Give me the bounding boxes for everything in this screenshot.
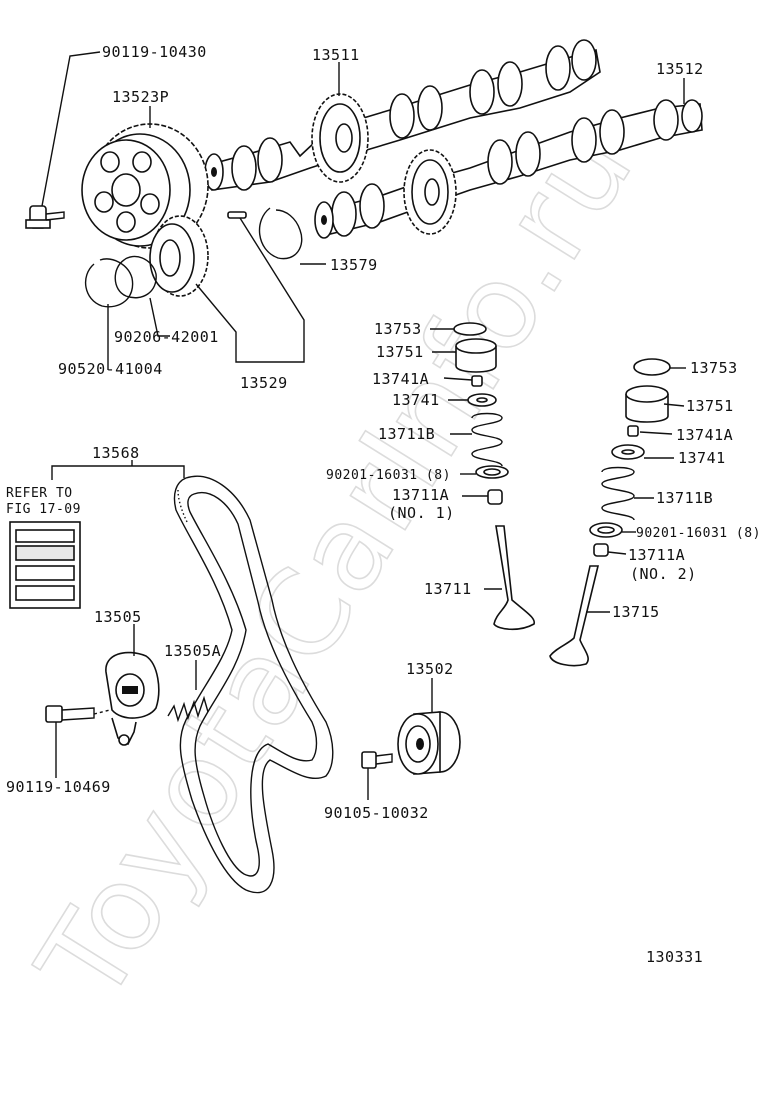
camshaft-13511 bbox=[204, 39, 601, 191]
snap-ring-and-washer bbox=[84, 255, 157, 308]
label-13511: 13511 bbox=[312, 46, 360, 64]
label-90201-16031-no1: 90201-16031 (8) bbox=[326, 468, 451, 483]
timing-belt bbox=[173, 475, 334, 894]
label-13751-no1: 13751 bbox=[376, 343, 424, 361]
label-13711: 13711 bbox=[424, 580, 472, 598]
label-90105-10032: 90105-10032 bbox=[324, 804, 429, 822]
timing-belt-tensioner bbox=[105, 651, 160, 746]
label-13505: 13505 bbox=[94, 608, 142, 626]
bolt-90119-10430 bbox=[25, 205, 65, 229]
label-13751-no2: 13751 bbox=[686, 397, 734, 415]
label-13568: 13568 bbox=[92, 444, 140, 462]
label-13529: 13529 bbox=[240, 374, 288, 392]
label-90119-10430: 90119-10430 bbox=[102, 43, 207, 61]
label-13753-no1: 13753 bbox=[374, 320, 422, 338]
label-refer-line2: FIG 17-09 bbox=[6, 502, 81, 517]
leader-lines-idler bbox=[367, 678, 433, 800]
camshaft-timing-pulley bbox=[81, 123, 209, 249]
label-13512: 13512 bbox=[656, 60, 704, 78]
label-13715: 13715 bbox=[612, 603, 660, 621]
label-90119-10469: 90119-10469 bbox=[6, 778, 111, 796]
label-13741A-no2: 13741A bbox=[676, 426, 733, 444]
label-13711A-no1: 13711A bbox=[392, 486, 449, 504]
bolt-90119-10469 bbox=[45, 705, 111, 723]
camshaft-13512 bbox=[314, 99, 703, 239]
label-90520-41004: 90520-41004 bbox=[58, 360, 163, 378]
leader-lines-belt bbox=[51, 460, 185, 480]
label-13711B-no2: 13711B bbox=[656, 489, 713, 507]
label-no2: (NO. 2) bbox=[630, 565, 697, 583]
label-90206-42001: 90206-42001 bbox=[114, 328, 219, 346]
bolt-90105-10032 bbox=[361, 751, 393, 769]
label-13579: 13579 bbox=[330, 256, 378, 274]
label-13502: 13502 bbox=[406, 660, 454, 678]
label-13505A: 13505A bbox=[164, 642, 221, 660]
leader-lines-top bbox=[41, 51, 685, 370]
valve-assembly-no2 bbox=[549, 358, 671, 667]
reference-box bbox=[9, 521, 81, 609]
leader-lines-valve-no2 bbox=[586, 367, 686, 613]
tension-spring bbox=[167, 695, 209, 723]
label-refer-line1: REFER TO bbox=[6, 486, 73, 501]
watermark-text: ToyotaCarInfo.ru bbox=[11, 102, 660, 1026]
camshaft-sub-gear bbox=[149, 215, 209, 297]
leader-lines-tensioner bbox=[55, 624, 197, 778]
label-13741-no2: 13741 bbox=[678, 449, 726, 467]
label-no1: (NO. 1) bbox=[388, 504, 455, 522]
label-13741-no1: 13741 bbox=[392, 391, 440, 409]
pin-and-ring-13579 bbox=[227, 207, 303, 260]
label-13711A-no2: 13711A bbox=[628, 546, 685, 564]
label-13711B-no1: 13711B bbox=[378, 425, 435, 443]
label-13523P: 13523P bbox=[112, 88, 169, 106]
idler-pulley bbox=[397, 711, 461, 775]
figure-id: 130331 bbox=[646, 948, 703, 966]
leader-lines-valve-no1 bbox=[430, 328, 502, 590]
label-90201-16031-no2: 90201-16031 (8) bbox=[636, 526, 760, 541]
label-13753-no2: 13753 bbox=[690, 359, 738, 377]
label-13741A-no1: 13741A bbox=[372, 370, 429, 388]
valve-assembly-no1 bbox=[453, 322, 536, 631]
